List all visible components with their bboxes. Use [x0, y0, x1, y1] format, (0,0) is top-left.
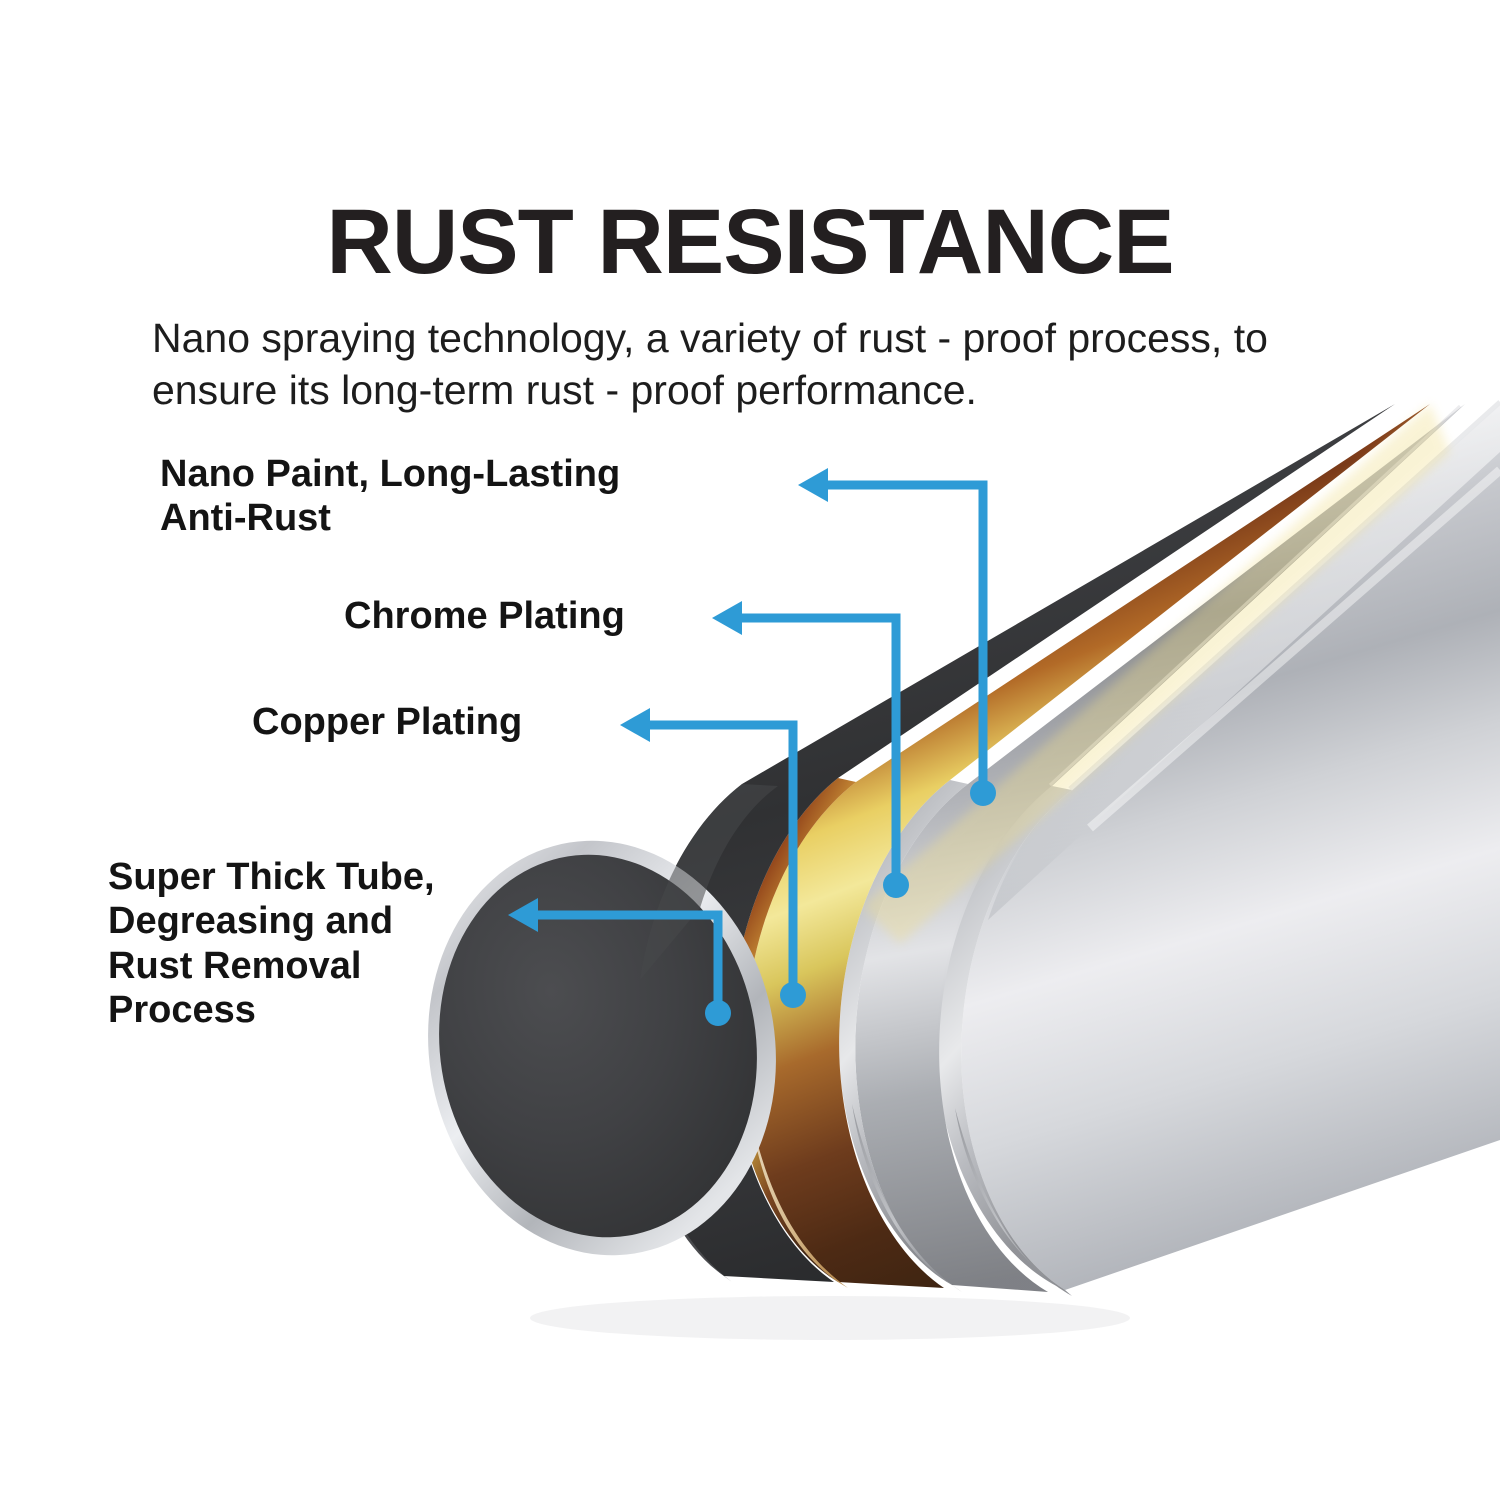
callout-label-super-thick-tube: Super Thick Tube, Degreasing and Rust Re…	[108, 856, 435, 1032]
page-subtitle: Nano spraying technology, a variety of r…	[152, 315, 1268, 414]
callout-label-chrome-plating: Chrome Plating	[344, 595, 625, 637]
arrowhead-left-icon	[508, 898, 538, 932]
anchor-dot	[883, 872, 909, 898]
steel-tube-core	[428, 404, 1395, 1282]
arrowhead-left-icon	[620, 708, 650, 742]
nano-paint-outer-coat	[936, 400, 1500, 1296]
anchor-dot	[705, 1000, 731, 1026]
leader-line-nano-paint	[798, 468, 996, 806]
arrowhead-left-icon	[712, 601, 742, 635]
callout-label-nano-paint: Nano Paint, Long-Lasting Anti-Rust	[160, 453, 621, 540]
leader-line-copper-plating	[620, 708, 806, 1008]
page-title: RUST RESISTANCE	[326, 191, 1174, 293]
leader-line-chrome-plating	[712, 601, 909, 898]
anchor-dot	[970, 780, 996, 806]
arrowhead-left-icon	[798, 468, 828, 502]
leader-line-super-thick-tube	[508, 898, 731, 1026]
callout-label-copper-plating: Copper Plating	[252, 701, 523, 743]
anchor-dot	[780, 982, 806, 1008]
copper-plating-layer	[731, 404, 1450, 1288]
pipe-shadow	[530, 1296, 1130, 1340]
